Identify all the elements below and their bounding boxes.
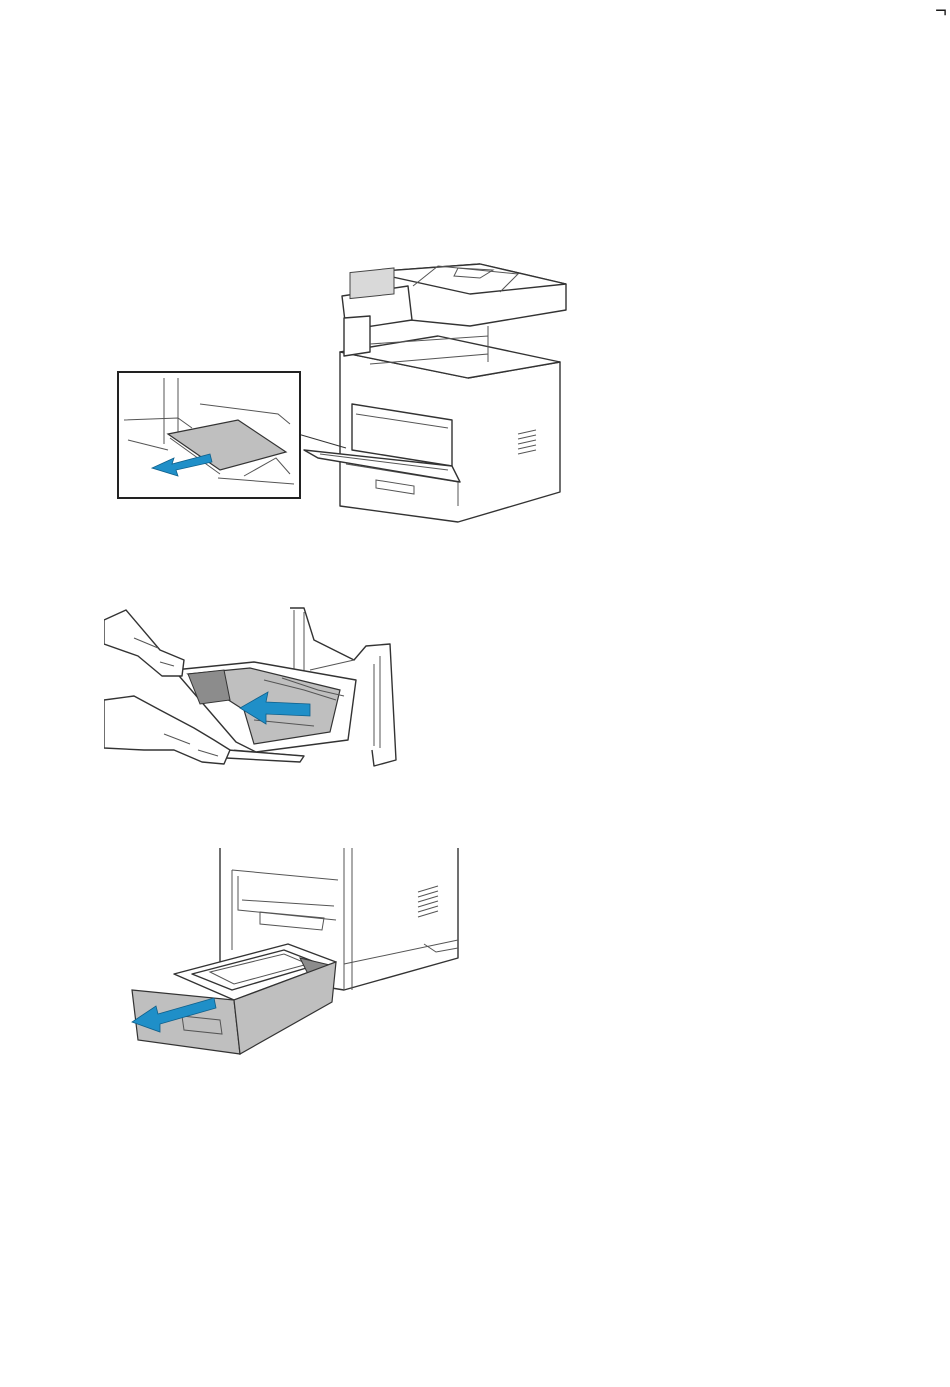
bypass-tray-paper-removal-illustration	[108, 244, 578, 534]
printer-with-bypass-tray-inset-icon	[108, 244, 578, 534]
paper-tray-pull-out-illustration	[124, 840, 464, 1075]
bypass-tray-pull-out-illustration	[104, 600, 414, 800]
printer-paper-tray-drawer-icon	[124, 840, 464, 1075]
page-corner-mark: ¬	[932, 0, 950, 22]
hands-removing-bypass-tray-icon	[104, 600, 414, 800]
